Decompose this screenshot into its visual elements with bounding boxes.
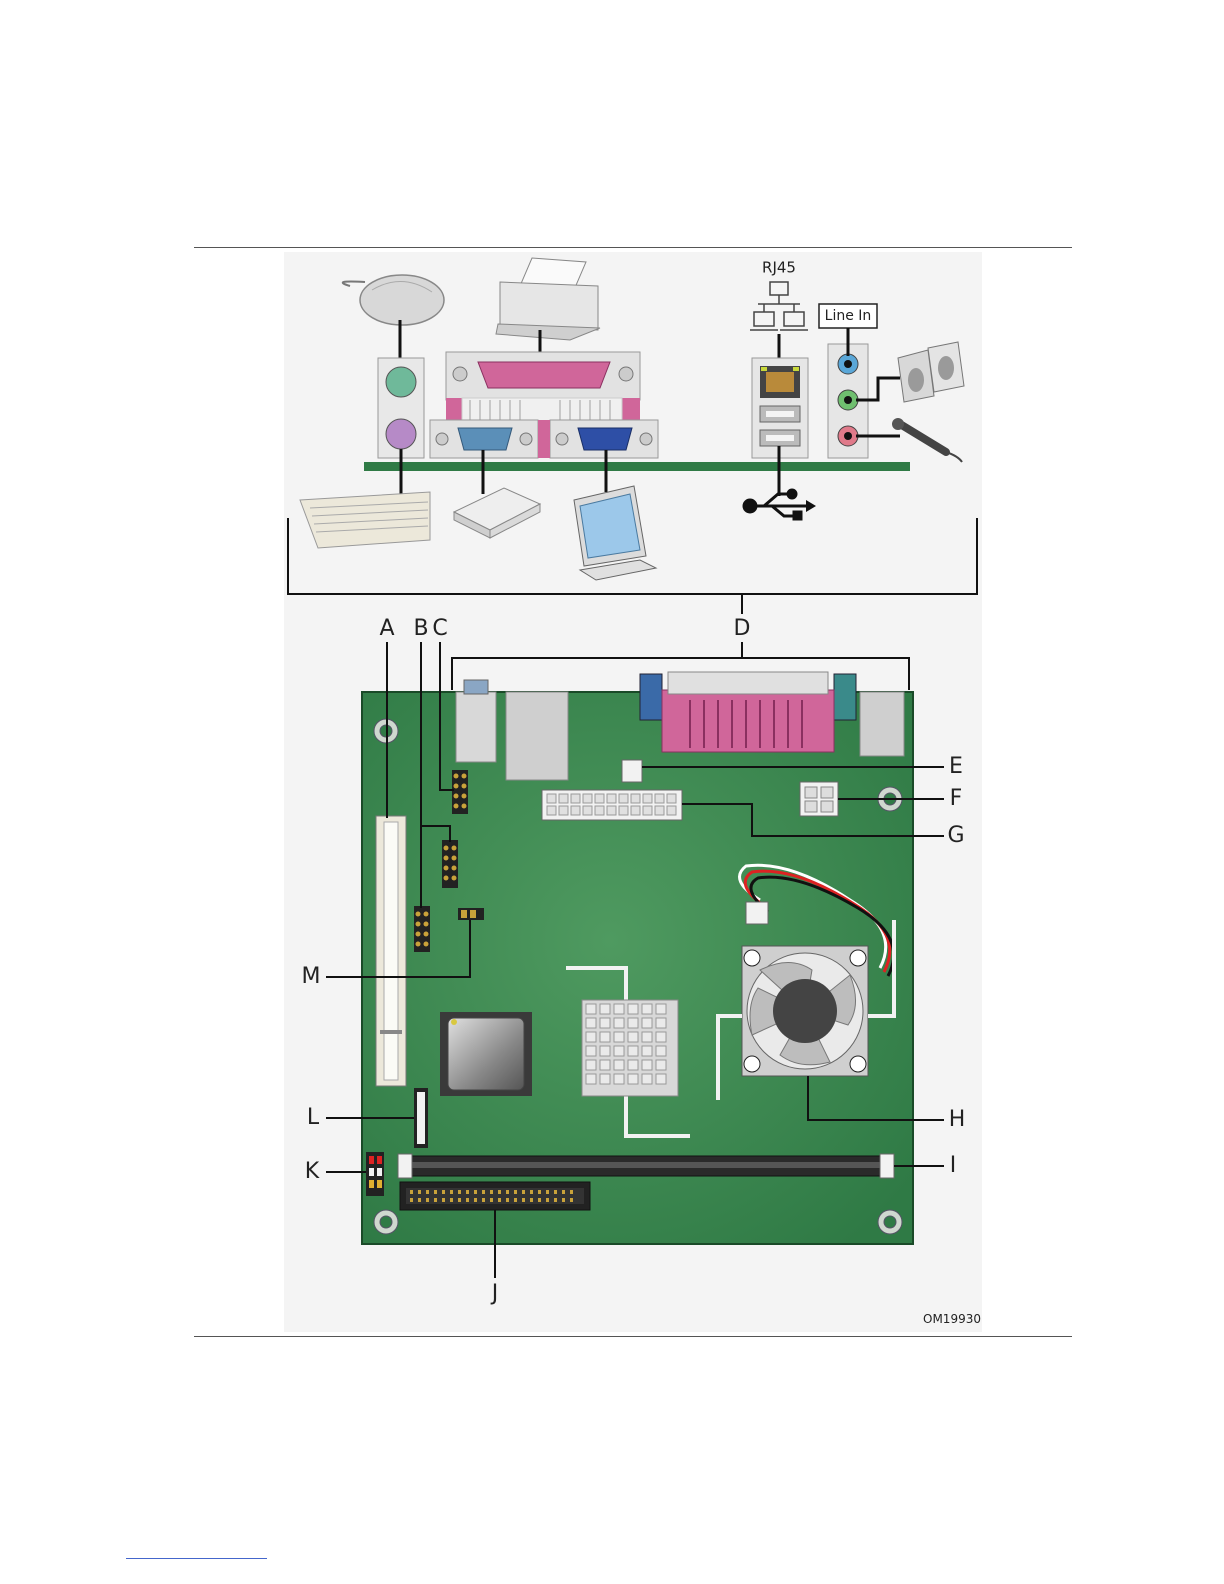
dimm-socket-i xyxy=(398,1154,894,1178)
fan-header-e xyxy=(622,760,642,782)
front-panel-connector-k xyxy=(366,1152,384,1196)
callout-a: A xyxy=(379,618,394,640)
line-in-label: Line In xyxy=(825,309,872,323)
callout-c: C xyxy=(432,618,447,640)
parallel-port xyxy=(478,362,610,388)
board-parallel-connector xyxy=(662,690,834,752)
callout-d: D xyxy=(734,618,751,640)
keyboard-icon xyxy=(300,492,430,548)
header-b-lower xyxy=(414,906,430,952)
callout-h: H xyxy=(949,1109,966,1131)
board-vga-header xyxy=(640,674,662,720)
callout-m: M xyxy=(302,966,321,988)
callout-b: B xyxy=(413,618,428,640)
ide-connector-j xyxy=(400,1182,590,1210)
callout-i: I xyxy=(950,1155,957,1177)
figure-id: OM19930 xyxy=(923,1313,981,1325)
callout-l: L xyxy=(307,1107,319,1129)
header-b-upper xyxy=(442,840,458,888)
callout-e: E xyxy=(949,756,963,778)
vga-port xyxy=(578,428,632,450)
io-controller-chip xyxy=(440,1012,532,1096)
callout-f: F xyxy=(950,788,963,810)
board-lan-usb-stack xyxy=(506,692,568,780)
callout-g: G xyxy=(947,825,964,847)
motherboard xyxy=(362,672,913,1244)
back-panel-bar xyxy=(364,462,910,471)
ps2-mouse-port xyxy=(386,367,416,397)
header-c xyxy=(452,770,468,814)
callout-k: K xyxy=(305,1161,319,1183)
ps2-keyboard-port xyxy=(386,419,416,449)
board-ps2-stack xyxy=(456,692,496,762)
board-audio-stack xyxy=(860,692,904,756)
serial-port xyxy=(458,428,512,450)
cpu-fan-h xyxy=(742,946,868,1076)
rj45-label: RJ45 xyxy=(762,261,796,276)
callout-j: J xyxy=(492,1283,499,1305)
